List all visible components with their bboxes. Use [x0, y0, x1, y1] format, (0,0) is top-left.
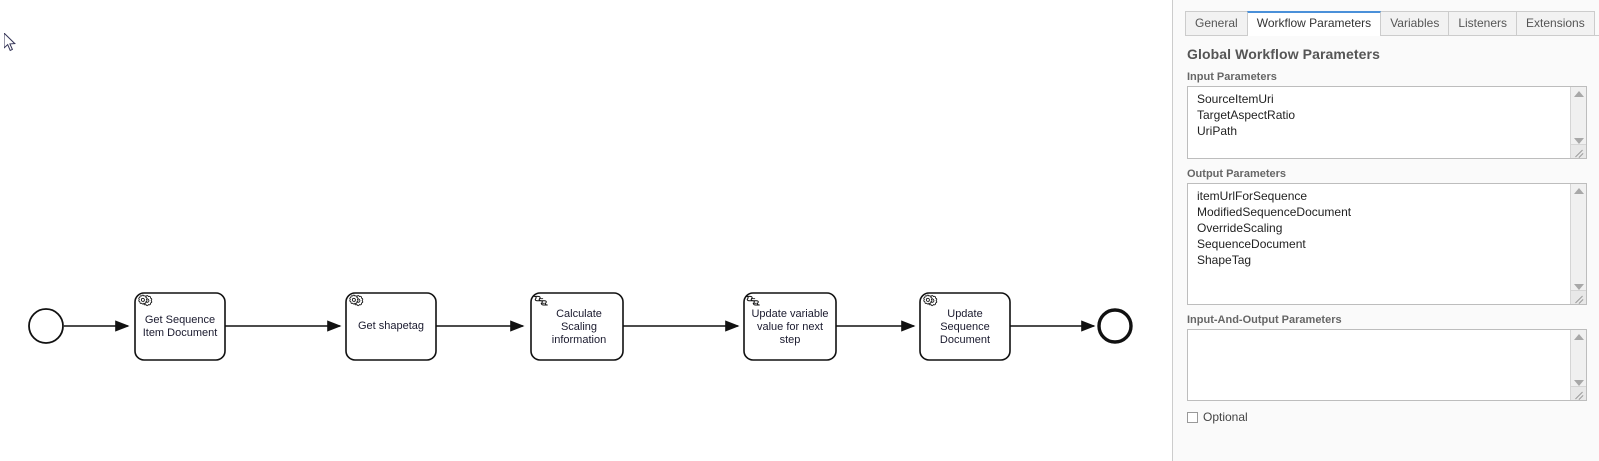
task-label: Calculate	[556, 308, 602, 320]
properties-panel: General Workflow Parameters Variables Li…	[1172, 0, 1599, 461]
scroll-up-icon[interactable]	[1574, 188, 1584, 194]
optional-checkbox-row[interactable]: Optional	[1187, 410, 1587, 424]
task-label: value for next	[757, 321, 823, 333]
task-label: Update variable	[751, 308, 828, 320]
list-item[interactable]: TargetAspectRatio	[1197, 108, 1296, 122]
scroll-down-icon[interactable]	[1574, 138, 1584, 144]
task-calculate-scaling-information[interactable]: Calculate Scaling information	[530, 292, 624, 361]
input-parameters-items[interactable]: SourceItemUri TargetAspectRatio UriPath	[1188, 87, 1569, 158]
tab-variables[interactable]: Variables	[1380, 11, 1450, 35]
scroll-down-icon[interactable]	[1574, 380, 1584, 386]
task-label: Item Document	[143, 327, 218, 339]
task-label: information	[552, 334, 606, 346]
panel-heading: Global Workflow Parameters	[1187, 46, 1380, 62]
task-update-variable-value-for-next-step[interactable]: Update variable value for next step	[743, 292, 837, 361]
workflow-parameters-pane: Global Workflow Parameters Input Paramet…	[1173, 36, 1599, 461]
input-and-output-parameters-scrollbar[interactable]	[1570, 330, 1586, 400]
output-parameters-scrollbar[interactable]	[1570, 184, 1586, 304]
input-and-output-parameters-items[interactable]	[1188, 330, 1569, 400]
task-label: Get shapetag	[358, 320, 424, 332]
resize-grip-icon[interactable]	[1570, 386, 1586, 400]
resize-grip-icon[interactable]	[1570, 290, 1586, 304]
scroll-up-icon[interactable]	[1574, 334, 1584, 340]
bpmn-canvas[interactable]: Get Sequence Item Document Get shapetag …	[0, 0, 1172, 461]
output-parameters-label: Output Parameters	[1187, 168, 1287, 180]
input-parameters-listbox[interactable]: SourceItemUri TargetAspectRatio UriPath	[1187, 86, 1587, 159]
task-label: Sequence	[940, 321, 990, 333]
tab-workflow-parameters[interactable]: Workflow Parameters	[1246, 11, 1382, 36]
task-get-shapetag[interactable]: Get shapetag	[345, 292, 437, 361]
list-item[interactable]: UriPath	[1197, 124, 1238, 138]
task-update-sequence-document[interactable]: Update Sequence Document	[919, 292, 1011, 361]
task-get-sequence-item-document[interactable]: Get Sequence Item Document	[134, 292, 226, 361]
tab-extensions[interactable]: Extensions	[1516, 11, 1595, 35]
task-label: Scaling	[561, 321, 597, 333]
list-item[interactable]: OverrideScaling	[1197, 221, 1283, 235]
list-item[interactable]: SourceItemUri	[1197, 92, 1274, 106]
resize-grip-icon[interactable]	[1570, 144, 1586, 158]
list-item[interactable]: SequenceDocument	[1197, 237, 1306, 251]
task-label: Update	[947, 308, 982, 320]
input-and-output-parameters-listbox[interactable]	[1187, 329, 1587, 401]
input-and-output-parameters-label: Input-And-Output Parameters	[1187, 314, 1342, 326]
output-parameters-items[interactable]: itemUrlForSequence ModifiedSequenceDocum…	[1188, 184, 1569, 304]
scroll-up-icon[interactable]	[1574, 91, 1584, 97]
list-item[interactable]: ShapeTag	[1197, 253, 1252, 267]
optional-checkbox[interactable]	[1187, 411, 1198, 423]
output-parameters-listbox[interactable]: itemUrlForSequence ModifiedSequenceDocum…	[1187, 183, 1587, 305]
task-label: step	[780, 334, 801, 346]
start-event[interactable]	[28, 308, 64, 344]
optional-checkbox-label: Optional	[1203, 410, 1248, 424]
task-label: Get Sequence	[145, 314, 215, 326]
input-parameters-label: Input Parameters	[1187, 71, 1277, 83]
list-item[interactable]: ModifiedSequenceDocument	[1197, 205, 1352, 219]
properties-tabs: General Workflow Parameters Variables Li…	[1185, 8, 1599, 36]
end-event[interactable]	[1097, 308, 1133, 344]
task-label: Document	[940, 334, 990, 346]
scroll-down-icon[interactable]	[1574, 284, 1584, 290]
list-item[interactable]: itemUrlForSequence	[1197, 189, 1308, 203]
tab-general[interactable]: General	[1185, 11, 1248, 35]
input-parameters-scrollbar[interactable]	[1570, 87, 1586, 158]
tab-listeners[interactable]: Listeners	[1448, 11, 1518, 35]
